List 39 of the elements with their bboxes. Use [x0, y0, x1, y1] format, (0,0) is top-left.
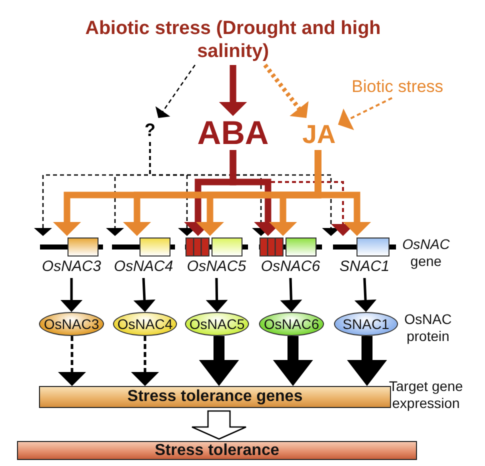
row-label: OsNAC gene [401, 236, 451, 270]
question-mark: ? [144, 120, 156, 140]
arrow [155, 64, 196, 118]
hollow-arrow [191, 410, 247, 440]
result-bar [39, 386, 391, 408]
arrow [354, 278, 376, 312]
arrow [314, 150, 371, 236]
bar-label: Stress tolerance [154, 442, 280, 460]
arrow [133, 278, 156, 312]
result-bar [17, 441, 417, 460]
protein-name: OsNAC4 [117, 316, 173, 332]
arrow [199, 336, 239, 386]
row-label: Target gene expression [388, 378, 464, 412]
arrow [219, 65, 247, 116]
arrow [58, 336, 86, 386]
hormone-text: JA [302, 118, 336, 150]
gene-name: SNAC1 [338, 258, 391, 276]
arrow [131, 336, 159, 386]
arrow [347, 336, 387, 386]
arrow [206, 278, 228, 312]
arrow [273, 336, 313, 386]
title-text: Abiotic stress (Drought and high salinity) [84, 17, 382, 63]
gene-name: OsNAC6 [260, 258, 322, 276]
arrow [338, 97, 392, 130]
arrow [280, 278, 302, 312]
gene-name: OsNAC5 [186, 258, 248, 276]
protein-name: SNAC1 [342, 316, 390, 332]
protein-name: OsNAC5 [189, 316, 245, 332]
stimulus-text: Biotic stress [352, 77, 444, 97]
arrow [60, 278, 82, 312]
arrow [263, 64, 309, 118]
protein-name: OsNAC3 [44, 316, 100, 332]
gene-name: OsNAC3 [40, 258, 102, 276]
row-label: OsNAC protein [403, 311, 453, 345]
arrow [149, 142, 340, 236]
gene-name: OsNAC4 [112, 258, 174, 276]
protein-name: OsNAC6 [264, 316, 320, 332]
bar-label: Stress tolerance genes [127, 388, 303, 406]
hormone-text: ABA [197, 114, 269, 152]
